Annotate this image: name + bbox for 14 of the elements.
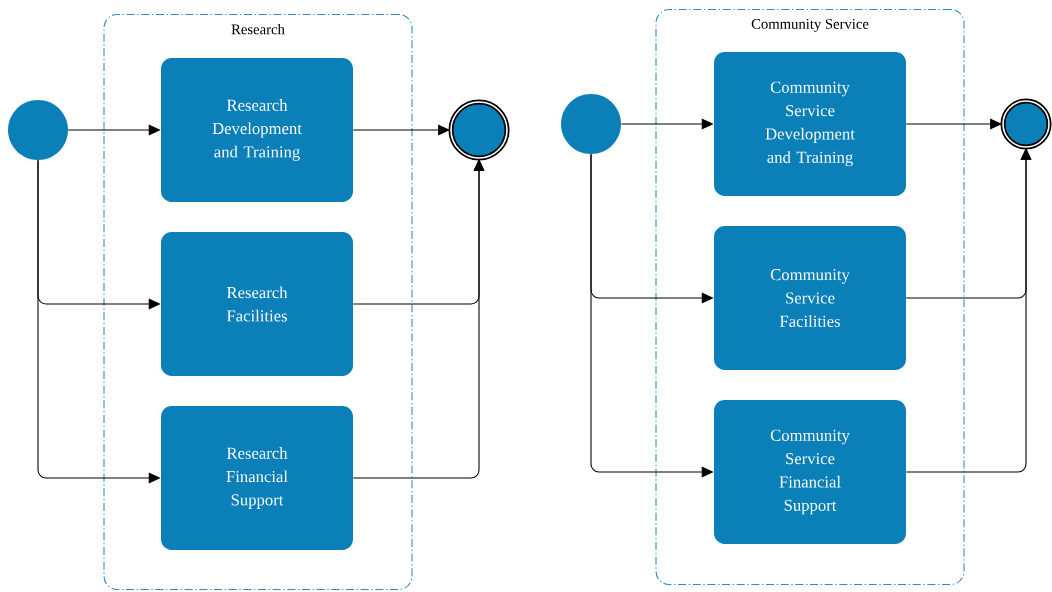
end-event-circle: [1000, 98, 1052, 150]
start-event-circle: [561, 94, 621, 154]
process-box: Community Service Facilities: [714, 226, 906, 370]
process-box: Research Facilities: [161, 232, 353, 376]
process-box: Community Service Financial Support: [714, 400, 906, 544]
process-box: Research Development and Training: [161, 58, 353, 202]
group-frame: [103, 13, 413, 591]
start-event-circle: [8, 100, 68, 160]
end-event-circle: [448, 99, 510, 161]
process-box: Research Financial Support: [161, 406, 353, 550]
group-frame: [655, 8, 965, 586]
process-box: Community Service Development and Training: [714, 52, 906, 196]
group-title: Research: [231, 24, 285, 35]
group-title: Community Service: [751, 19, 869, 32]
